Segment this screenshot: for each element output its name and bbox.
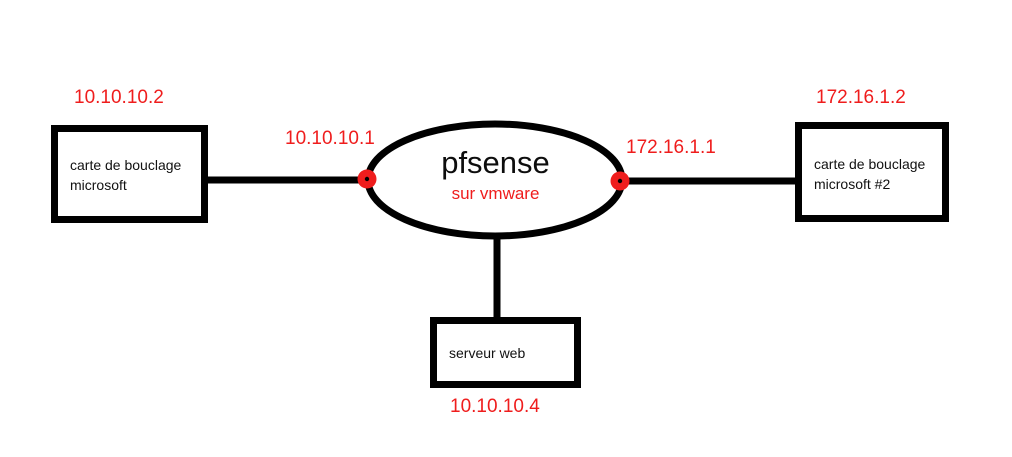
node-web-server-label: serveur web: [449, 345, 526, 361]
ip-label-web-server: 10.10.10.4: [450, 396, 540, 417]
node-right-adapter: carte de bouclage microsoft #2: [795, 122, 949, 222]
node-left-adapter: carte de bouclage microsoft: [51, 125, 208, 223]
ip-label-wan-interface: 172.16.1.1: [626, 137, 716, 158]
firewall-subtitle: sur vmware: [451, 184, 540, 203]
wan-interface-dot-center: [617, 178, 623, 184]
node-web-server: serveur web: [430, 317, 581, 388]
node-left-adapter-label: carte de bouclage microsoft: [70, 157, 182, 193]
ip-label-lan-interface: 10.10.10.1: [285, 128, 375, 149]
firewall-title: pfsense: [441, 145, 550, 180]
lan-interface-dot-center: [364, 176, 370, 182]
ip-label-left-adapter: 10.10.10.2: [74, 87, 164, 108]
node-right-adapter-label: carte de bouclage microsoft #2: [814, 156, 926, 192]
ip-label-right-adapter: 172.16.1.2: [816, 87, 906, 108]
